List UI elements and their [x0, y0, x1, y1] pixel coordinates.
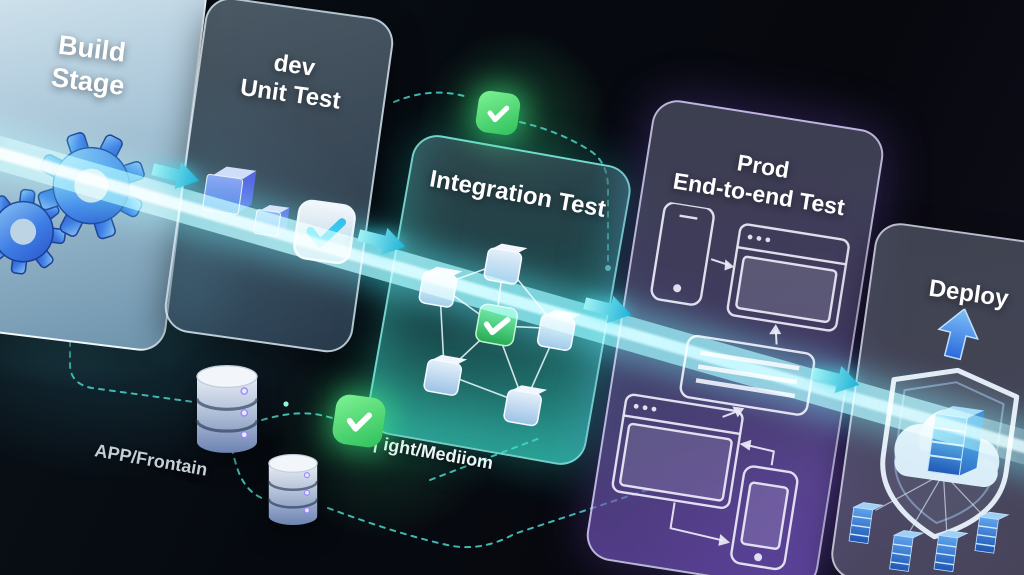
check-icon	[346, 412, 372, 432]
check-badge-top	[474, 89, 522, 137]
database-icon-primary	[195, 364, 259, 453]
check-icon	[487, 105, 510, 123]
database-icon-secondary	[267, 454, 319, 525]
browser-window-icon-2	[611, 393, 744, 510]
phone-icon	[650, 201, 715, 306]
flow-arrow-build-to-dev	[151, 161, 200, 190]
flow-arrow-integration-to-prod	[583, 295, 632, 324]
flow-arrow-dev-to-integration	[357, 227, 406, 256]
mini-server-stacks	[848, 502, 1010, 573]
dev-unit-test-title: dev Unit Test	[196, 38, 388, 122]
flow-arrows	[669, 258, 782, 546]
deploy-up-arrow	[937, 307, 979, 361]
browser-window-icon	[726, 223, 850, 332]
build-stage-title: Build Stage	[0, 20, 199, 111]
check-badge-bottom	[330, 392, 388, 450]
phone-icon-2	[730, 465, 799, 571]
flow-arrow-prod-to-deploy	[811, 365, 860, 394]
